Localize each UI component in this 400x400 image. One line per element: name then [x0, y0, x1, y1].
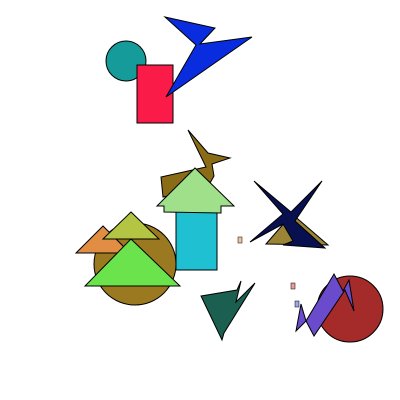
lime-triangle	[83, 238, 182, 287]
crimson-rectangle	[136, 64, 174, 124]
dark-green-triangle	[200, 280, 256, 342]
tiny-orange-square	[237, 236, 243, 244]
cyan-rectangle	[175, 211, 218, 271]
pale-green-triangle	[155, 167, 236, 214]
blue-arrow-shape	[163, 16, 253, 98]
tiny-blue-square	[294, 300, 300, 308]
teal-circle	[105, 40, 147, 82]
purple-zigzag-shape	[295, 272, 355, 337]
tiny-red-square	[290, 282, 296, 290]
navy-star-shape	[249, 180, 327, 249]
